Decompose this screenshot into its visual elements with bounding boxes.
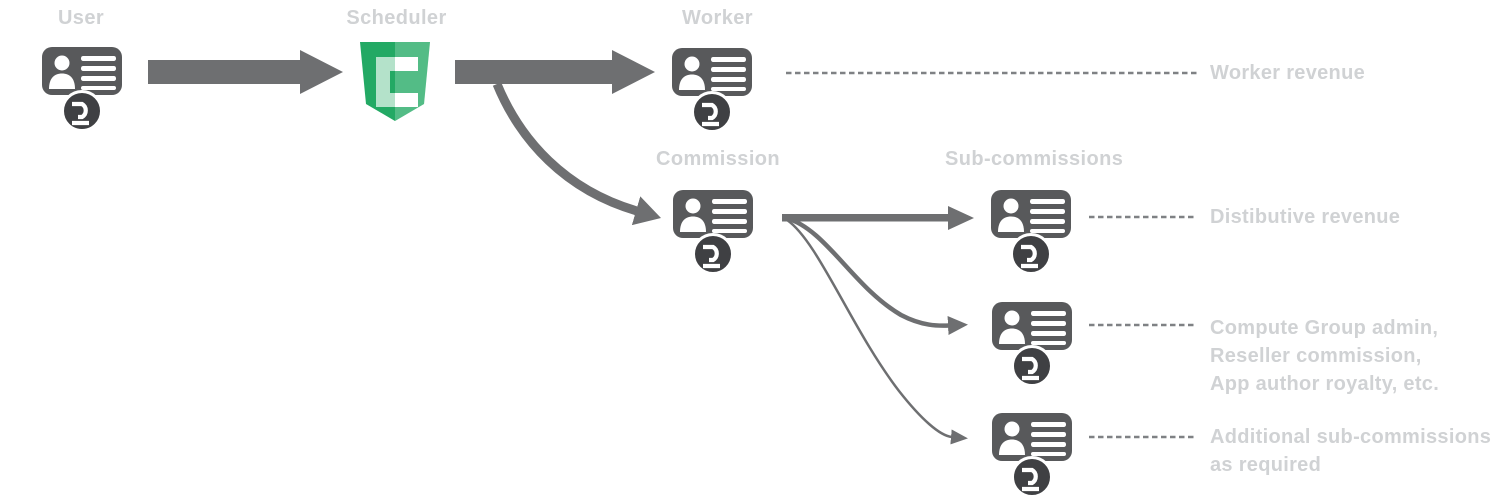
- coin-badge-icon: [61, 90, 103, 132]
- coin-badge-icon: [1011, 345, 1053, 387]
- id-card-icon: [673, 190, 753, 238]
- commission-note-line-1: Compute Group admin,: [1210, 317, 1439, 339]
- card-text-line: [711, 67, 746, 72]
- card-text-line: [711, 77, 746, 82]
- card-text-line: [1030, 228, 1065, 233]
- sub-commission-node-3: [992, 413, 1072, 498]
- worker-label: Worker: [682, 7, 753, 29]
- card-text-line: [1031, 432, 1066, 437]
- arrow-commission-to-sub3: [786, 218, 968, 445]
- id-card-icon: [42, 47, 122, 95]
- person-icon: [49, 55, 75, 89]
- card-text-line: [1031, 331, 1066, 336]
- person-icon: [679, 56, 705, 90]
- card-text-line: [1031, 442, 1066, 447]
- person-icon: [998, 198, 1024, 232]
- person-icon: [999, 421, 1025, 455]
- worker-revenue-label: Worker revenue: [1210, 62, 1366, 84]
- card-text-line: [1030, 209, 1065, 214]
- person-icon: [680, 198, 706, 232]
- arrow-commission-to-sub2: [785, 215, 968, 336]
- arrow-user-to-scheduler: [148, 50, 343, 94]
- card-text-line: [1031, 321, 1066, 326]
- distributive-revenue-label: Distibutive revenue: [1210, 206, 1401, 228]
- card-text-line: [1030, 219, 1065, 224]
- id-card-icon: [672, 48, 752, 96]
- card-text-line: [1030, 199, 1065, 204]
- additional-note-line-2: as required: [1210, 454, 1322, 476]
- coin-badge-icon: [691, 91, 733, 133]
- commission-note-line-2: Reseller commission,: [1210, 345, 1422, 367]
- card-text-line: [1031, 340, 1066, 345]
- id-card-icon: [991, 190, 1071, 238]
- commission-note-label: Compute Group admin, Reseller commission…: [1210, 314, 1439, 398]
- card-text-line: [1031, 422, 1066, 427]
- card-text-line: [81, 66, 116, 71]
- worker-node: [672, 48, 752, 133]
- id-card-icon: [992, 302, 1072, 350]
- commission-note-line-3: App author royalty, etc.: [1210, 373, 1440, 395]
- sub-commission-node-1: [991, 190, 1071, 275]
- arrow-scheduler-to-commission: [492, 82, 661, 226]
- additional-note-line-1: Additional sub-commissions: [1210, 426, 1492, 448]
- user-node: [42, 47, 122, 132]
- card-text-line: [1031, 311, 1066, 316]
- card-text-line: [81, 76, 116, 81]
- person-icon: [999, 310, 1025, 344]
- card-text-line: [81, 56, 116, 61]
- card-text-line: [711, 57, 746, 62]
- commission-label: Commission: [655, 148, 781, 170]
- coin-badge-icon: [692, 233, 734, 275]
- user-label: User: [57, 7, 105, 29]
- scheduler-label: Scheduler: [346, 7, 447, 29]
- scheduler-shield-icon: [358, 42, 432, 122]
- card-text-line: [1031, 451, 1066, 456]
- sub-commissions-label: Sub-commissions: [945, 148, 1124, 170]
- card-text-line: [712, 228, 747, 233]
- additional-note-label: Additional sub-commissions as required: [1210, 423, 1491, 479]
- card-text-line: [81, 85, 116, 90]
- card-text-line: [712, 219, 747, 224]
- coin-badge-icon: [1011, 456, 1053, 498]
- card-text-line: [712, 209, 747, 214]
- card-text-line: [712, 199, 747, 204]
- sub-commission-node-2: [992, 302, 1072, 387]
- coin-badge-icon: [1010, 233, 1052, 275]
- card-text-line: [711, 86, 746, 91]
- id-card-icon: [992, 413, 1072, 461]
- commission-node: [673, 190, 753, 275]
- arrow-commission-to-sub1: [782, 206, 974, 230]
- arrow-scheduler-to-worker: [455, 50, 655, 94]
